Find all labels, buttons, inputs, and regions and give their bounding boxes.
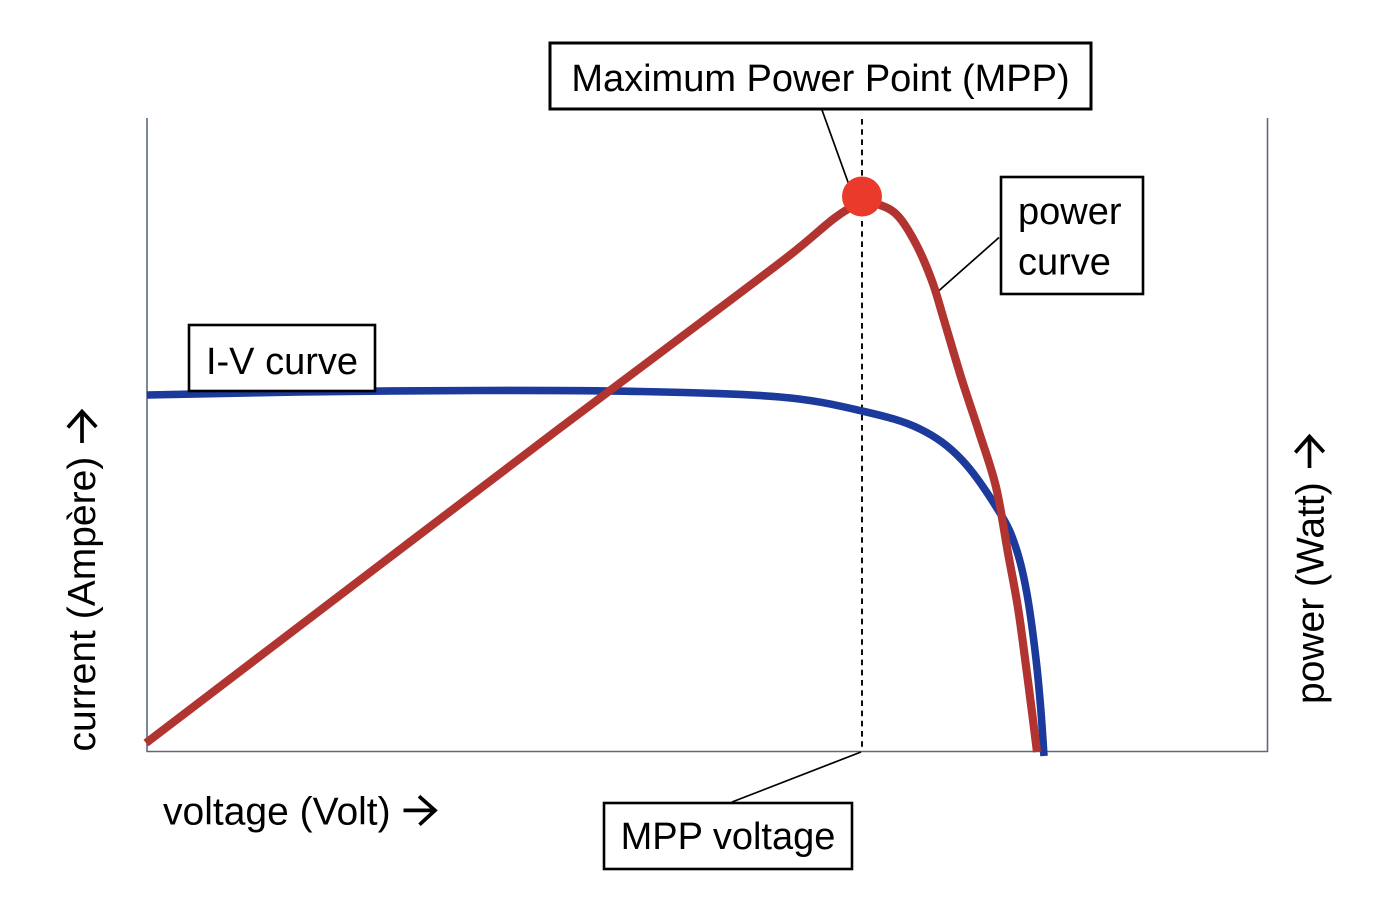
svg-text:current (Ampère): current (Ampère) [61,457,104,752]
svg-text:Maximum Power Point (MPP): Maximum Power Point (MPP) [571,58,1069,100]
svg-text:I-V curve: I-V curve [206,341,358,383]
svg-text:MPP voltage: MPP voltage [621,816,836,858]
svg-text:voltage (Volt): voltage (Volt) [163,791,391,834]
svg-text:power (Watt): power (Watt) [1290,482,1333,704]
svg-text:power: power [1018,191,1122,233]
svg-text:curve: curve [1018,242,1111,284]
